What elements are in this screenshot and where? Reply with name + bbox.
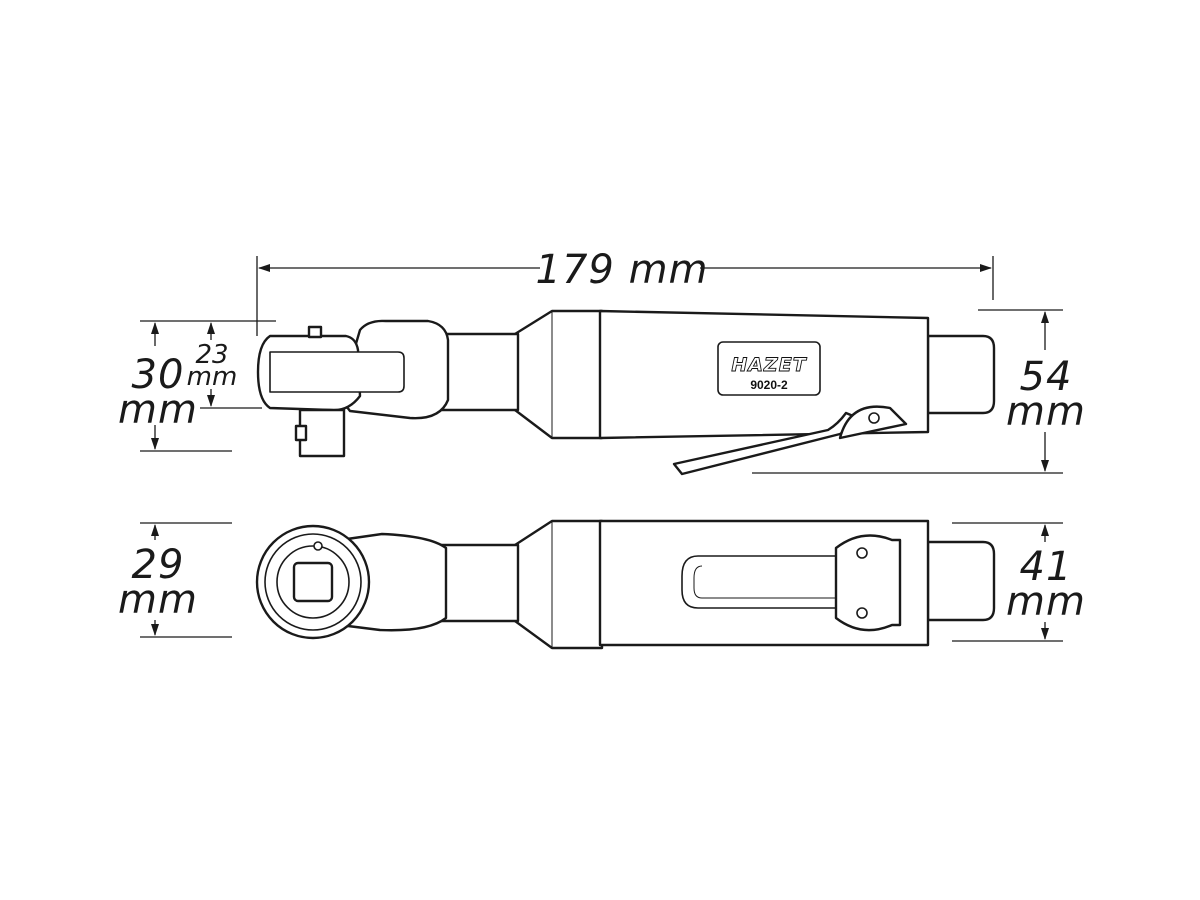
collar-top xyxy=(513,519,604,650)
head-height-value: 30 xyxy=(132,352,185,398)
air-inlet-cap-top xyxy=(926,540,996,622)
neck xyxy=(438,332,520,412)
ratchet-top-view-icon xyxy=(255,519,996,650)
lever-slot-inner xyxy=(693,565,840,599)
guard-pivot-a xyxy=(856,547,868,559)
model-number: 9020-2 xyxy=(750,378,788,392)
head-width-dimension: 29 mm xyxy=(118,522,232,638)
lever-slot xyxy=(681,555,847,609)
ratchet-height-unit: mm xyxy=(187,362,238,392)
selector-knob xyxy=(307,325,323,339)
drive-ball xyxy=(294,424,308,442)
air-inlet-cap xyxy=(926,334,996,415)
collar xyxy=(513,309,604,440)
ratchet-height-dimension: 23 mm xyxy=(187,322,262,409)
brand-plate xyxy=(717,341,821,396)
neck-top xyxy=(438,543,520,623)
square-drive-top xyxy=(292,561,334,603)
ratchet-head-face xyxy=(269,351,405,393)
lever-pivot xyxy=(868,412,880,424)
head-height-unit: mm xyxy=(118,387,198,433)
brand-logo: HAZET xyxy=(731,354,807,376)
ratchet-side-view-icon: HAZET 9020-2 xyxy=(256,309,996,476)
ratchet-height-value: 23 xyxy=(195,340,228,370)
length-dimension: 179 mm xyxy=(256,247,994,336)
motor-width-unit: mm xyxy=(1006,579,1086,625)
head-width-value: 29 xyxy=(132,542,185,588)
lever-guard-top xyxy=(834,534,902,632)
motor-height-value: 54 xyxy=(1020,354,1073,400)
head-width-unit: mm xyxy=(118,577,198,623)
head-height-dimension: 30 mm xyxy=(118,320,276,452)
motor-height-unit: mm xyxy=(1006,389,1086,435)
motor-width-value: 41 xyxy=(1020,544,1073,590)
length-label: 179 mm xyxy=(536,247,709,293)
motor-height-dimension: 54 mm xyxy=(752,309,1086,474)
selector-pin xyxy=(313,541,323,551)
motor-width-dimension: 41 mm xyxy=(952,522,1086,642)
ratchet-arm-top xyxy=(338,532,448,632)
guard-pivot-b xyxy=(856,607,868,619)
